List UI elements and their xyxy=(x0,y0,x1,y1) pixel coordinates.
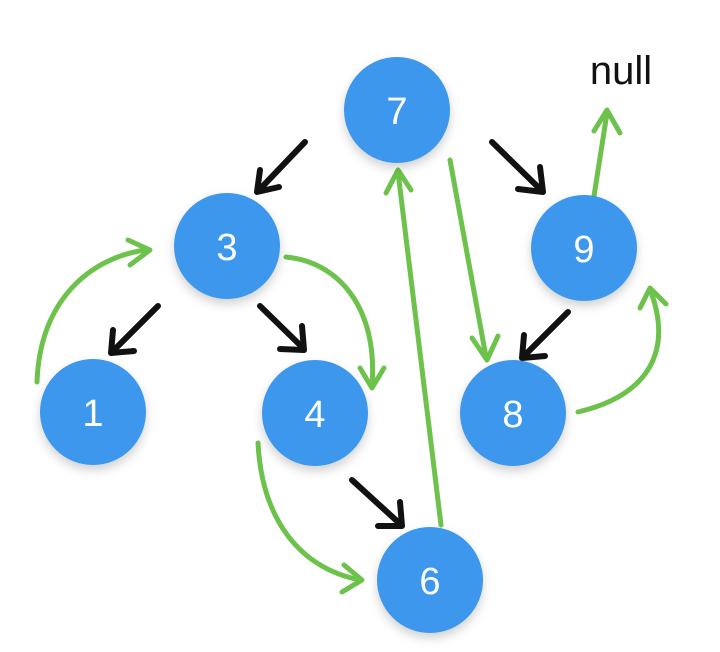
node-4: 4 xyxy=(262,360,368,466)
traversal-edge-9-null xyxy=(591,107,623,199)
tree-edge-7-3 xyxy=(254,139,308,195)
traversal-edge-1-3 xyxy=(34,237,153,385)
node-1-label: 1 xyxy=(82,393,103,435)
node-3-label: 3 xyxy=(216,227,237,269)
node-8: 8 xyxy=(460,360,566,466)
traversal-edge-3-4 xyxy=(283,254,387,391)
node-7: 7 xyxy=(344,57,450,163)
node-4-label: 4 xyxy=(304,394,325,436)
tree-edge-9-8 xyxy=(519,309,571,361)
node-6-label: 6 xyxy=(419,561,440,603)
traversal-edge-8-9 xyxy=(575,285,669,415)
tree-edge-3-1 xyxy=(108,303,161,356)
node-1: 1 xyxy=(40,359,146,465)
null-label: null xyxy=(590,49,652,93)
tree-edge-7-9 xyxy=(489,139,546,195)
traversal-edge-7-8 xyxy=(447,157,501,363)
node-9: 9 xyxy=(531,195,637,301)
node-3: 3 xyxy=(174,193,280,299)
node-6: 6 xyxy=(377,527,483,633)
tree-edge-3-4 xyxy=(257,303,307,353)
node-8-label: 8 xyxy=(502,394,523,436)
tree-edges xyxy=(108,139,571,529)
traversal-edges xyxy=(34,107,669,595)
node-9-label: 9 xyxy=(573,229,594,271)
node-7-label: 7 xyxy=(386,91,407,133)
tree-edge-4-6 xyxy=(349,477,405,529)
traversal-edge-4-6 xyxy=(255,440,365,595)
traversal-edge-6-7 xyxy=(383,167,444,528)
